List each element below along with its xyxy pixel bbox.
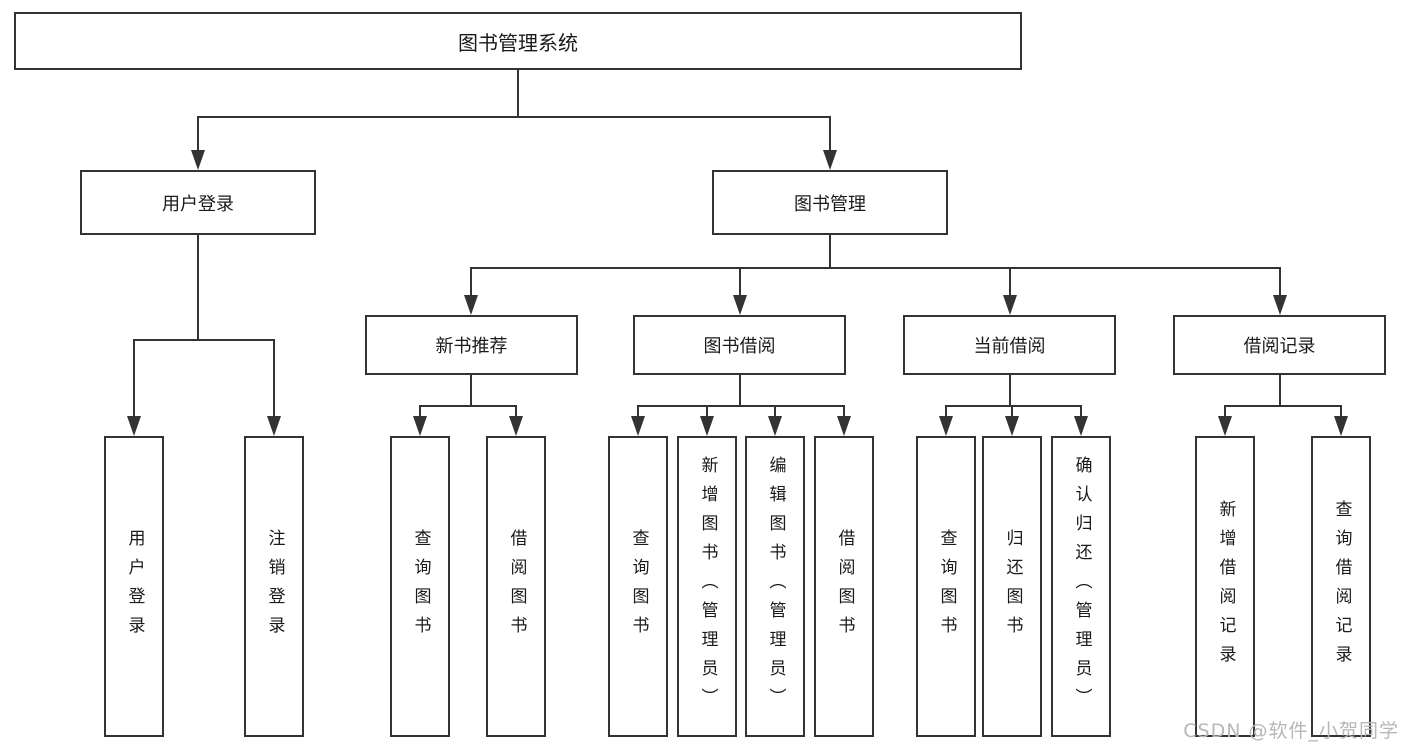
node-book-management: 图书管理 bbox=[712, 170, 948, 235]
leaf-confirm-return-admin: 确认归还（管理员） bbox=[1051, 436, 1111, 737]
node-library-system: 图书管理系统 bbox=[14, 12, 1022, 70]
leaf-query-books-recommend: 查询图书 bbox=[390, 436, 450, 737]
leaf-borrow-books-recommend: 借阅图书 bbox=[486, 436, 546, 737]
leaf-query-books-borrowing: 查询图书 bbox=[608, 436, 668, 737]
node-borrow-records: 借阅记录 bbox=[1173, 315, 1386, 375]
arrowheads bbox=[127, 150, 1348, 436]
leaf-user-login: 用户登录 bbox=[104, 436, 164, 737]
leaf-return-books: 归还图书 bbox=[982, 436, 1042, 737]
node-user-login: 用户登录 bbox=[80, 170, 316, 235]
node-current-borrowing: 当前借阅 bbox=[903, 315, 1116, 375]
leaf-borrow-books-borrowing: 借阅图书 bbox=[814, 436, 874, 737]
leaf-add-books-admin: 新增图书（管理员） bbox=[677, 436, 737, 737]
leaf-logout: 注销登录 bbox=[244, 436, 304, 737]
node-new-book-recommend: 新书推荐 bbox=[365, 315, 578, 375]
leaf-edit-books-admin: 编辑图书（管理员） bbox=[745, 436, 805, 737]
leaf-add-borrow-record: 新增借阅记录 bbox=[1195, 436, 1255, 737]
leaf-query-borrow-record: 查询借阅记录 bbox=[1311, 436, 1371, 737]
node-book-borrowing: 图书借阅 bbox=[633, 315, 846, 375]
leaf-query-books-current: 查询图书 bbox=[916, 436, 976, 737]
